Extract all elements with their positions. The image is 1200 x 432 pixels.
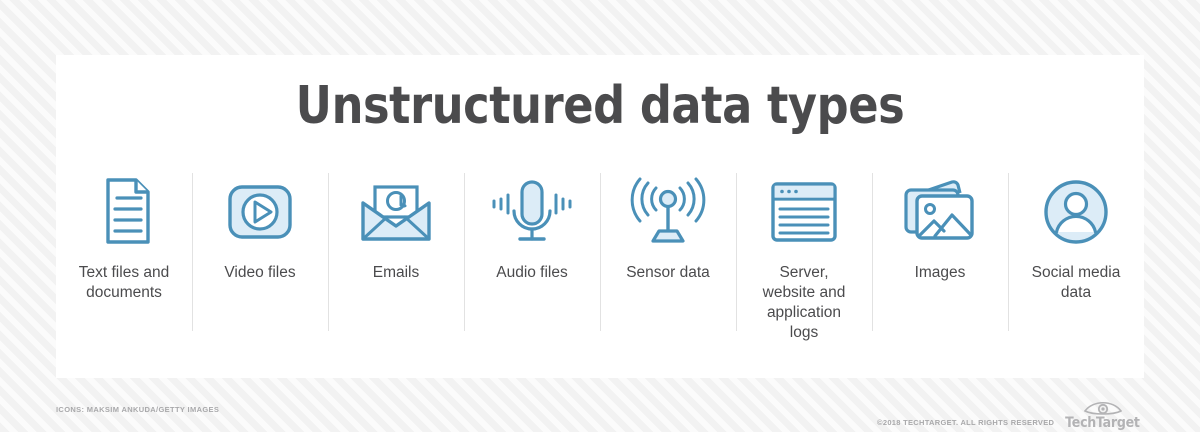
icon-credit: ICONS: MAKSIM ANKUDA/GETTY IMAGES <box>56 405 220 414</box>
data-type-item-emails: Emails <box>328 173 464 353</box>
user-avatar-icon <box>1033 175 1119 249</box>
envelope-at-icon <box>353 175 439 249</box>
data-type-label: Sensor data <box>626 264 710 281</box>
footer-right-group: ©2018 TECHTARGET. ALL RIGHTS RESERVED Te… <box>877 399 1144 430</box>
photos-stack-icon <box>897 175 983 249</box>
data-type-label: Server, website and application logs <box>762 264 846 341</box>
data-type-item-server-logs: Server, website and application logs <box>736 173 872 353</box>
page-title: Unstructured data types <box>295 76 905 136</box>
infographic-card: Unstructured data types Text files and d… <box>56 55 1144 378</box>
data-type-item-images: Images <box>872 173 1008 353</box>
copyright-text: ©2018 TECHTARGET. ALL RIGHTS RESERVED <box>877 418 1055 427</box>
data-type-row: Text files and documents Video files <box>56 173 1144 353</box>
video-play-icon <box>217 175 303 249</box>
data-type-item-video-files: Video files <box>192 173 328 353</box>
techtarget-wordmark: TechTarget <box>1065 415 1140 431</box>
data-type-label: Emails <box>372 264 420 281</box>
microphone-icon <box>489 175 575 249</box>
data-type-label: Social media data <box>1031 264 1121 301</box>
data-type-label: Text files and documents <box>78 264 170 301</box>
data-type-item-sensor-data: Sensor data <box>600 173 736 353</box>
data-type-item-social-media: Social media data <box>1008 173 1144 353</box>
eye-icon <box>1083 401 1122 415</box>
antenna-signal-icon <box>625 175 711 249</box>
browser-window-icon <box>761 175 847 249</box>
data-type-label: Video files <box>224 264 296 281</box>
data-type-item-audio-files: Audio files <box>464 173 600 353</box>
data-type-label: Images <box>914 264 966 281</box>
document-icon <box>81 175 167 249</box>
data-type-label: Audio files <box>496 264 568 281</box>
data-type-item-text-files: Text files and documents <box>56 173 192 353</box>
techtarget-logo: TechTarget <box>1061 399 1144 430</box>
